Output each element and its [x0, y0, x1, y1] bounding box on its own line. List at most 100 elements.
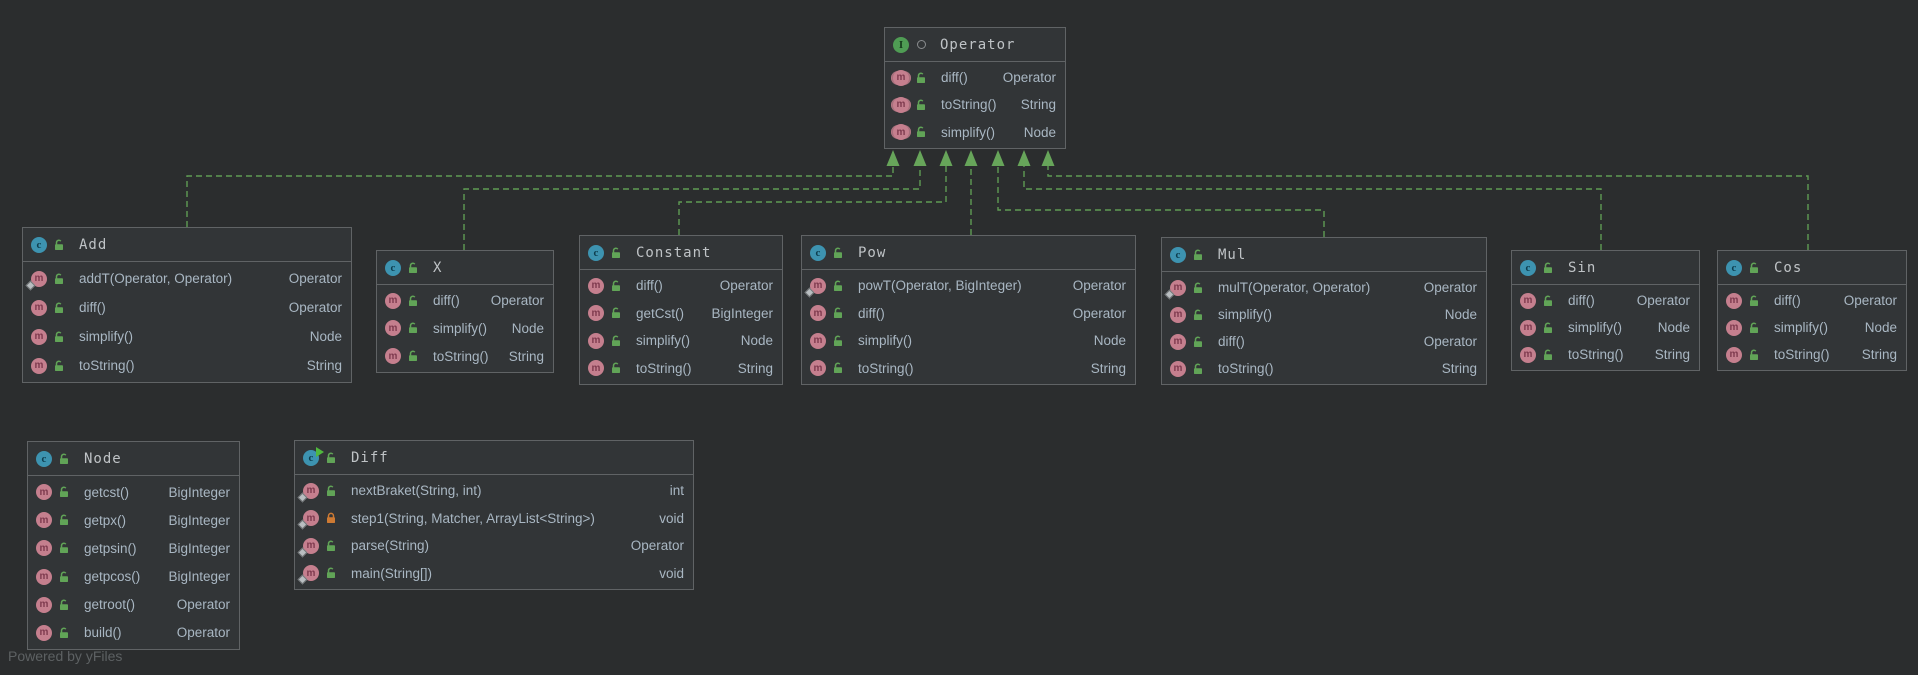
method-letter: m [36, 512, 52, 529]
method-letter: m [36, 568, 52, 585]
method-letter: m [303, 510, 319, 527]
lock-open-icon [407, 262, 419, 274]
method-icon: m [1170, 333, 1186, 350]
lock-open-icon [53, 273, 65, 285]
method-return-type: Node [740, 333, 773, 349]
method-name: simplify() [1774, 320, 1828, 335]
class-header: c Cos [1718, 251, 1906, 285]
arrowhead-icon [1041, 150, 1055, 166]
lock-open-icon [832, 335, 844, 347]
method-letter: m [588, 360, 604, 377]
method-row: m step1(String, Matcher, ArrayList<String… [295, 510, 693, 530]
class-header: c Mul [1162, 238, 1486, 272]
method-return-type: Node [1023, 124, 1056, 140]
method-icon: m [36, 484, 52, 501]
class-header: c Constant [580, 236, 782, 270]
lock-open-icon [1192, 363, 1204, 375]
method-icon: m [1726, 292, 1742, 309]
method-letter: m [303, 537, 319, 554]
method-letter: m [1520, 319, 1536, 336]
method-name: step1(String, Matcher, ArrayList<String>… [351, 510, 595, 526]
class-title: Diff [351, 449, 389, 466]
lock-open-icon [610, 280, 622, 292]
method-letter: m [385, 292, 401, 309]
class-icon: c [1170, 246, 1186, 263]
class-header: I Operator [885, 28, 1065, 62]
lock-open-icon [1542, 295, 1554, 307]
arrowhead-icon [1017, 150, 1031, 166]
method-letter: m [588, 305, 604, 322]
lock-closed-icon [325, 512, 337, 524]
method-letter: m [36, 484, 52, 501]
lock-open-icon [1748, 322, 1760, 334]
class-title: Cos [1774, 259, 1803, 276]
method-name: build() [84, 625, 122, 641]
method-letter: m [385, 348, 401, 365]
method-icon: m [1170, 306, 1186, 323]
class-title: X [433, 259, 443, 276]
method-name: getpcos() [84, 569, 141, 585]
class-title: Mul [1218, 246, 1247, 263]
method-letter: m [31, 299, 47, 316]
class-title: Add [79, 236, 108, 253]
method-return-type: Node [309, 329, 342, 344]
method-icon: m [385, 348, 401, 365]
lock-open-icon [1542, 262, 1554, 274]
method-icon: m [810, 332, 826, 349]
class-icon: c [385, 259, 401, 276]
lock-open-icon [915, 126, 927, 138]
method-return-type: Operator [176, 597, 230, 613]
arrowhead-icon [939, 150, 953, 166]
method-icon: m [36, 540, 52, 557]
method-return-type: BigInteger [168, 569, 230, 585]
lock-open-icon [1748, 349, 1760, 361]
method-letter: m [588, 277, 604, 294]
method-return-type: Operator [288, 271, 342, 286]
lock-open-icon [53, 239, 65, 251]
method-icon: m [36, 512, 52, 529]
method-return-type: Operator [1636, 293, 1690, 308]
lock-open-icon [53, 302, 65, 314]
method-return-type: BigInteger [711, 305, 773, 321]
lock-open-icon [1192, 336, 1204, 348]
method-letter: m [893, 124, 909, 141]
class-header: c X [377, 251, 553, 285]
lock-open-icon [325, 452, 337, 464]
arrowhead-icon [913, 150, 927, 166]
method-icon: m [297, 565, 319, 585]
method-return-type: Operator [1072, 305, 1126, 321]
method-letter: m [36, 596, 52, 613]
edge-add-operator [186, 165, 894, 227]
lock-open-icon [58, 453, 70, 465]
lock-open-icon [58, 571, 70, 583]
lock-open-icon [325, 567, 337, 579]
class-header: c Node [28, 442, 239, 476]
method-icon: m [297, 510, 319, 530]
method-return-type: Operator [288, 300, 342, 315]
lock-open-icon [58, 627, 70, 639]
